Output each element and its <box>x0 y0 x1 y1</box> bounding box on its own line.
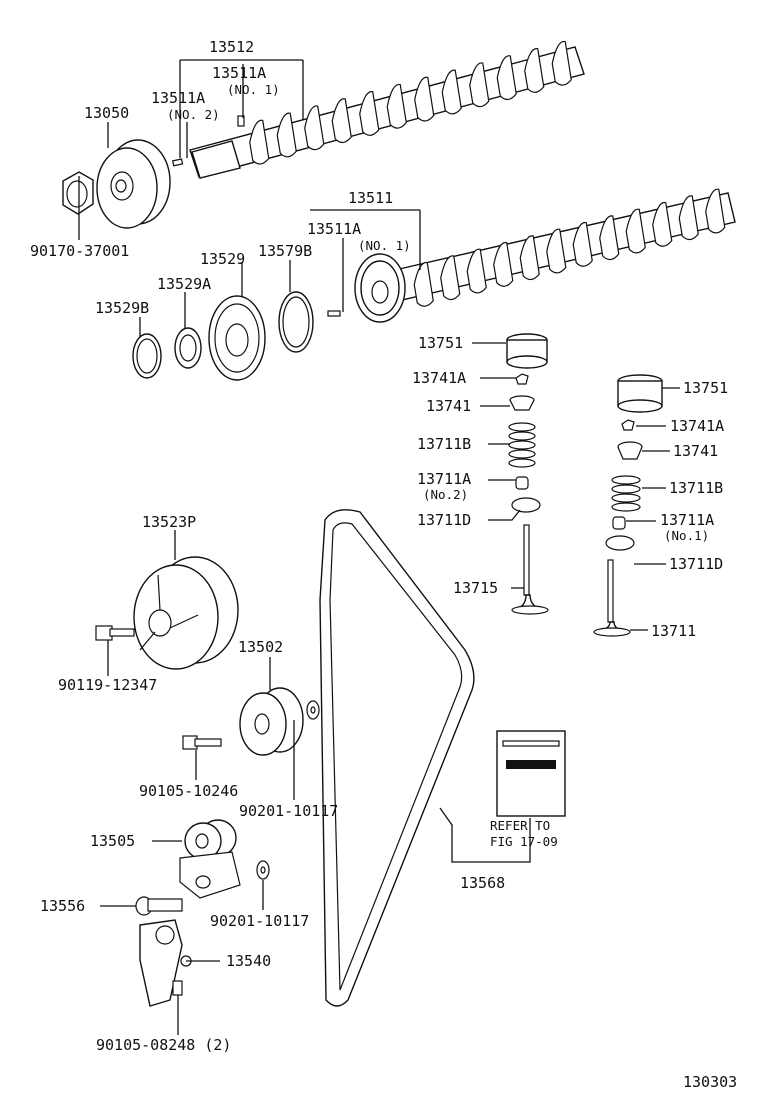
timing-belt-part <box>319 509 475 1007</box>
label-13511a-low-note: (NO. 1) <box>358 238 411 253</box>
bolt-pulley <box>95 625 135 641</box>
cam-lobe <box>678 195 699 241</box>
label-13711a-exhaust-note: (No.1) <box>664 528 709 543</box>
cam-lobe <box>652 201 673 247</box>
cam-lobe <box>469 62 490 108</box>
label-13523p: 13523P <box>142 513 196 531</box>
washer-idler-part <box>306 700 320 720</box>
exhaust-valve-train <box>593 374 663 637</box>
label-13050: 13050 <box>84 104 129 122</box>
cam-lobe <box>572 221 593 267</box>
label-13711d-exhaust: 13711D <box>669 555 723 573</box>
nut-part <box>62 171 94 215</box>
tensioner-part <box>139 919 192 1007</box>
cam-lobe <box>441 69 462 115</box>
snap-ring-part <box>132 333 162 379</box>
idler-pulley-no2 <box>179 819 241 899</box>
figure-code: 130303 <box>683 1073 737 1091</box>
label-13505: 13505 <box>90 832 135 850</box>
sub-gear-part <box>208 295 266 381</box>
cam-lobe <box>249 119 270 165</box>
idler-pulley-no1 <box>239 687 304 756</box>
belt-kit-box <box>496 730 566 817</box>
part-labels: 13512 13511A (NO. 1) 13511A (NO. 2) 1305… <box>30 38 737 1091</box>
timing-pulley-gear <box>96 139 171 229</box>
label-13741-exhaust: 13741 <box>673 442 718 460</box>
cam-lobe <box>413 261 434 307</box>
cam-lobe <box>304 105 325 151</box>
label-13540: 13540 <box>226 952 271 970</box>
cam-lobe <box>493 241 514 287</box>
label-90119-12347: 90119-12347 <box>58 676 157 694</box>
label-13556: 13556 <box>40 897 85 915</box>
label-13511a-top: 13511A <box>212 64 266 82</box>
cam-lobe <box>546 228 567 274</box>
leader-lines <box>78 59 680 1035</box>
label-13741-intake: 13741 <box>426 397 471 415</box>
label-13502: 13502 <box>238 638 283 656</box>
cam-lobe <box>519 235 540 281</box>
label-90170-37001: 90170-37001 <box>30 242 129 260</box>
label-13741a-exhaust: 13741A <box>670 417 724 435</box>
label-13711a-exhaust: 13711A <box>660 511 714 529</box>
label-90201-10117-tensioner: 90201-10117 <box>210 912 309 930</box>
cam-lobe <box>414 76 435 122</box>
label-refer-line1: REFER TO <box>490 818 550 833</box>
wave-washer-part <box>174 327 202 369</box>
intake-valve-train <box>506 333 549 615</box>
cam-lobe <box>705 188 726 234</box>
label-13751-exhaust: 13751 <box>683 379 728 397</box>
cam-lobe <box>524 48 545 93</box>
label-13529: 13529 <box>200 250 245 268</box>
label-90105-10246: 90105-10246 <box>139 782 238 800</box>
pin-bolt-part <box>135 896 183 916</box>
label-90105-08248: 90105-08248 (2) <box>96 1036 231 1054</box>
bolt-tensioner <box>172 980 183 996</box>
label-13511a-low: 13511A <box>307 220 361 238</box>
washer-tensioner-part <box>256 860 270 880</box>
label-refer-line2: FIG 17-09 <box>490 834 558 849</box>
label-13751-intake: 13751 <box>418 334 463 352</box>
label-13529b: 13529B <box>95 299 149 317</box>
label-13511a-no2-note: (NO. 2) <box>167 107 220 122</box>
crankshaft-pulley <box>133 556 239 670</box>
cam-lobe <box>440 255 461 301</box>
label-13512: 13512 <box>209 38 254 56</box>
label-13711a-intake-note: (No.2) <box>423 487 468 502</box>
label-13711a-intake: 13711A <box>417 470 471 488</box>
label-13568: 13568 <box>460 874 505 892</box>
cam-lobe <box>331 98 352 144</box>
label-13711b-intake: 13711B <box>417 435 471 453</box>
label-13511a-top-note: (NO. 1) <box>227 82 280 97</box>
cam-lobe <box>551 40 572 86</box>
cam-lobe <box>276 112 297 158</box>
label-13711b-exhaust: 13711B <box>669 479 723 497</box>
cam-lobe <box>386 83 407 129</box>
label-13529a: 13529A <box>157 275 211 293</box>
bolt-idler <box>182 735 222 750</box>
cam-lobe <box>466 248 487 294</box>
label-13511a-no2: 13511A <box>151 89 205 107</box>
pin-parts <box>171 115 341 317</box>
label-13715: 13715 <box>453 579 498 597</box>
label-90201-10117-idler: 90201-10117 <box>239 802 338 820</box>
label-13511: 13511 <box>348 189 393 207</box>
cam-lobe <box>496 55 517 101</box>
snap-ring-b-part <box>278 291 314 353</box>
label-13579b: 13579B <box>258 242 312 260</box>
cam-lobe <box>359 91 380 136</box>
cam-lobe <box>599 215 620 261</box>
camshaft-no2 <box>189 40 585 179</box>
label-13741a-intake: 13741A <box>412 369 466 387</box>
camshaft-gear <box>354 253 406 323</box>
cam-lobe <box>625 208 646 254</box>
camshaft-no1 <box>394 188 736 307</box>
label-13711: 13711 <box>651 622 696 640</box>
label-13711d-intake: 13711D <box>417 511 471 529</box>
